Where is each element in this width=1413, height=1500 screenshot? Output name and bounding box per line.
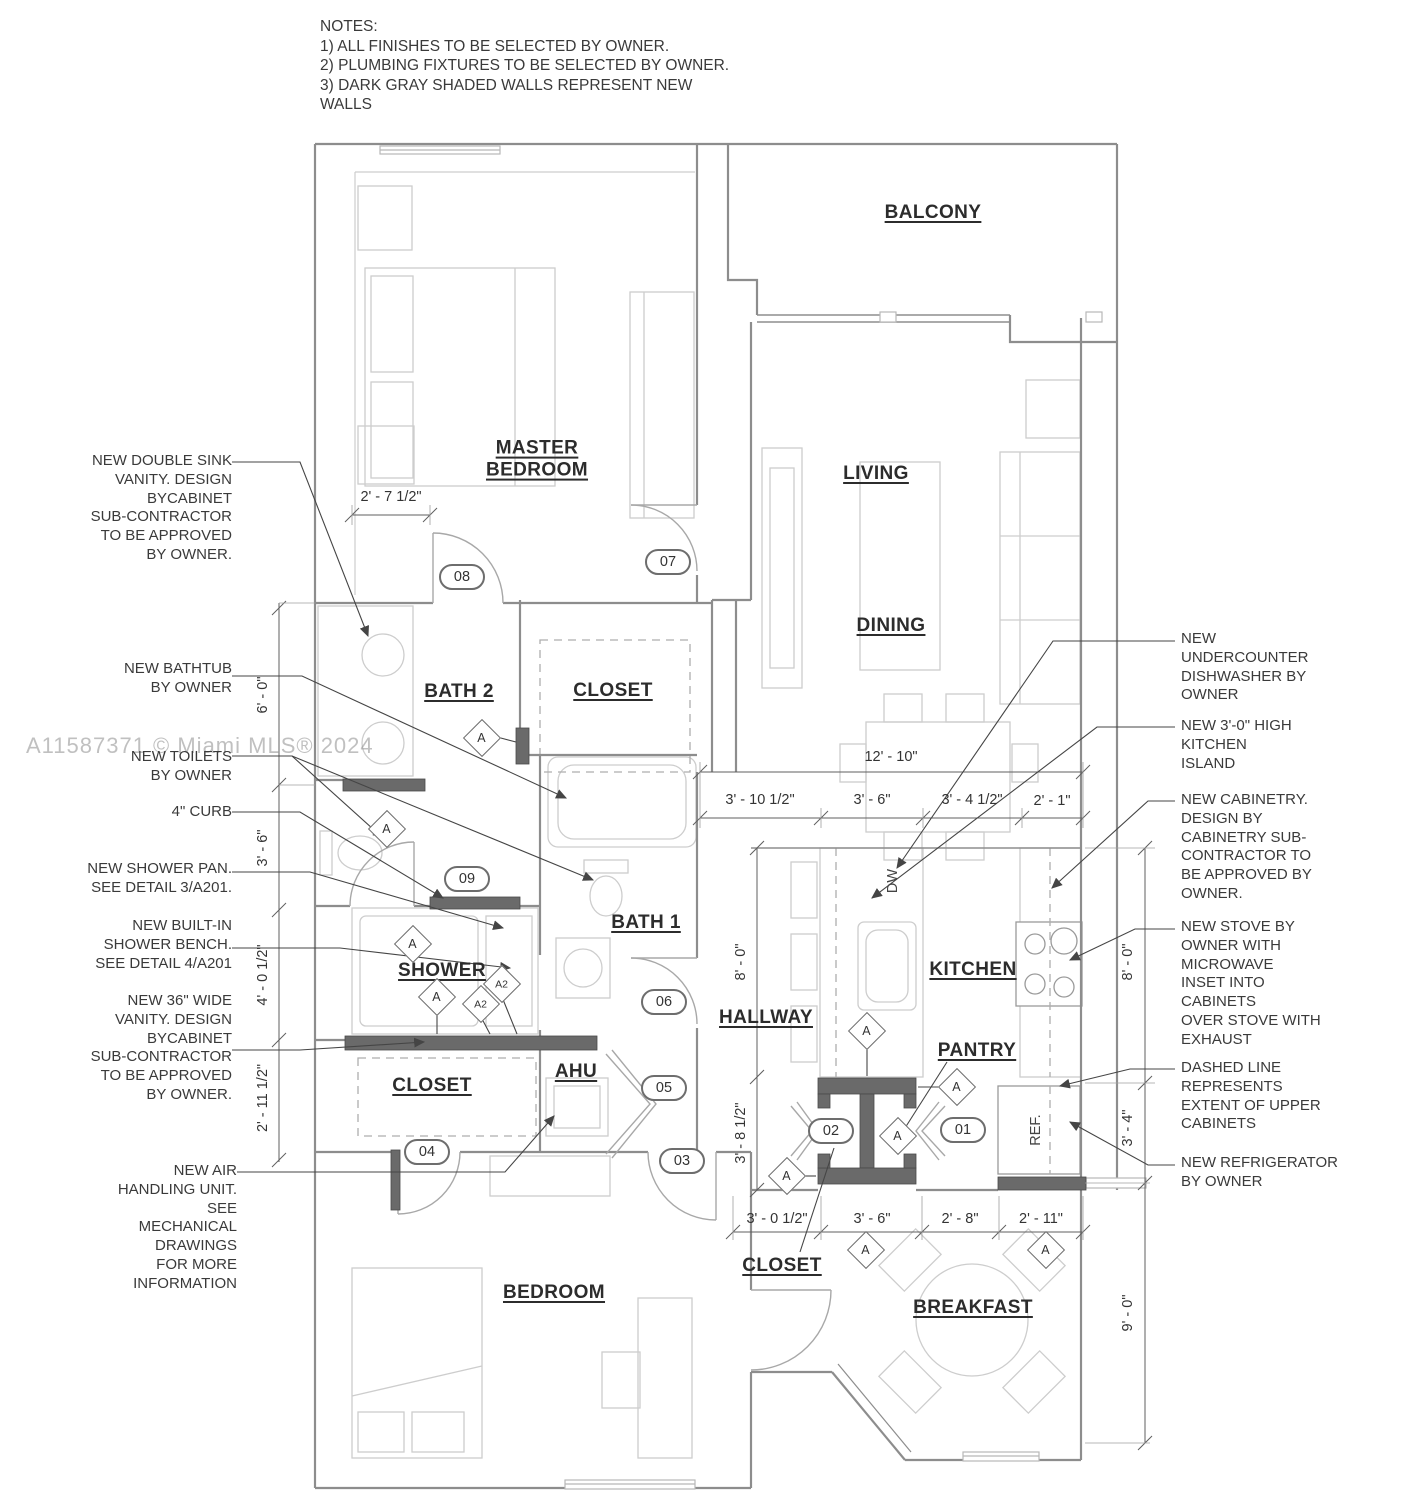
dim-pantry-width: 3' - 6" (853, 1211, 891, 1227)
keynote-diamond-6-text: A2 (474, 998, 488, 1010)
mls-watermark: A11587371 © Miami MLS® 2024 (26, 733, 374, 758)
door-tag-05: 05 (641, 1075, 687, 1101)
annotation-air-handling-unit: NEW AIR HANDLING UNIT. SEE MECHANICAL DR… (117, 1162, 237, 1292)
annotation-dishwasher: NEW UNDERCOUNTER DISHWASHER BY OWNER (1181, 630, 1309, 704)
dishwasher-label: DW (885, 868, 901, 894)
dimension-lines (271, 507, 1153, 1451)
door-tag-07-text: 07 (659, 554, 677, 570)
door-tag-07: 07 (645, 549, 691, 575)
room-label-balcony: BALCONY (884, 202, 982, 223)
room-label-master-bedroom: MASTER BEDROOM (485, 437, 589, 481)
walls (313, 142, 1119, 1490)
door-tag-01: 01 (940, 1117, 986, 1143)
door-tag-02-text: 02 (822, 1123, 840, 1139)
door-tag-03-text: 03 (673, 1153, 691, 1169)
annotation-curb: 4" CURB (171, 803, 232, 820)
dashed-lines (357, 639, 1051, 1174)
door-tag-04-text: 04 (418, 1144, 436, 1160)
keynote-diamond-2-text: A (382, 822, 392, 836)
dim-hall-closet: 3' - 8 1/2" (733, 1102, 749, 1164)
door-tag-03: 03 (659, 1148, 705, 1174)
annotation-upper-cabinets: DASHED LINE REPRESENTS EXTENT OF UPPER C… (1181, 1059, 1321, 1133)
room-label-breakfast: BREAKFAST (913, 1297, 1033, 1318)
door-tag-02: 02 (808, 1118, 854, 1144)
door-tag-05-text: 05 (655, 1080, 673, 1096)
dim-ref-width: 2' - 11" (1019, 1211, 1063, 1227)
room-label-dining: DINING (856, 615, 926, 636)
annotation-refrigerator: NEW REFRIGERATOR BY OWNER (1181, 1154, 1338, 1190)
keynote-diamond-5-text: A2 (495, 978, 509, 990)
annotation-toilets: NEW TOILETS BY OWNER (130, 748, 232, 784)
new-walls (342, 727, 1087, 1211)
dim-breakfast-length: 9' - 0" (1120, 1294, 1136, 1332)
door-tag-01-text: 01 (954, 1122, 972, 1138)
room-label-closet-bedroom: CLOSET (742, 1255, 822, 1276)
room-label-ahu: AHU (554, 1061, 598, 1082)
door-tag-08: 08 (439, 564, 485, 590)
dim-closet-width: 3' - 0 1/2" (746, 1211, 808, 1227)
room-label-pantry: PANTRY (937, 1040, 1017, 1061)
keynote-diamond-9-text: A (893, 1129, 903, 1143)
keynote-diamond-12-text: A (1041, 1243, 1051, 1257)
annotation-stove: NEW STOVE BY OWNER WITH MICROWAVE INSET … (1181, 918, 1321, 1048)
keynote-diamond-11-text: A (861, 1243, 871, 1257)
dim-bath2-height: 6' - 0" (255, 676, 271, 714)
annotation-bathtub: NEW BATHTUB BY OWNER (123, 660, 232, 696)
dim-hallway-length: 8' - 0" (733, 943, 749, 981)
annotation-shower-pan: NEW SHOWER PAN. SEE DETAIL 3/A201. (87, 860, 232, 896)
dim-pantry-right: 2' - 8" (941, 1211, 979, 1227)
dim-kitchen-overall: 12' - 10" (864, 749, 918, 765)
room-label-bedroom: BEDROOM (502, 1282, 606, 1303)
dim-ref-space: 3' - 4" (1120, 1109, 1136, 1147)
door-tag-09-text: 09 (458, 871, 476, 887)
door-tag-08-text: 08 (453, 569, 471, 585)
refrigerator-label: REF. (1028, 1114, 1044, 1146)
dim-island-width: 3' - 6" (853, 792, 891, 808)
room-label-bath-2: BATH 2 (424, 681, 494, 702)
door-tag-06: 06 (641, 989, 687, 1015)
dim-kitchen-length: 8' - 0" (1120, 943, 1136, 981)
door-tag-06-text: 06 (655, 994, 673, 1010)
extension-lines (279, 505, 1155, 1444)
annotation-kitchen-island: NEW 3'-0" HIGH KITCHEN ISLAND (1181, 717, 1292, 772)
drawing-notes: NOTES: 1) ALL FINISHES TO BE SELECTED BY… (320, 18, 730, 114)
dim-kitchen-floor: 3' - 4 1/2" (941, 792, 1003, 808)
annotation-36in-vanity: NEW 36" WIDE VANITY. DESIGN BYCABINET SU… (90, 992, 232, 1103)
keynote-diamond-4-text: A (432, 990, 442, 1004)
keynote-diamond-8-text: A (952, 1080, 962, 1094)
dim-shower-height: 4' - 0 1/2" (255, 944, 271, 1006)
room-label-shower: SHOWER (398, 960, 486, 981)
keynote-diamond-3-text: A (408, 937, 418, 951)
door-tag-09: 09 (444, 866, 490, 892)
dim-counter-depth: 2' - 1" (1033, 793, 1071, 809)
dim-closet-height: 2' - 11 1/2" (255, 1063, 271, 1133)
keynote-diamond-10-text: A (782, 1169, 792, 1183)
keynote-diamond-1-text: A (477, 731, 487, 745)
room-label-hallway: HALLWAY (719, 1007, 813, 1028)
door-tag-04: 04 (404, 1139, 450, 1165)
dim-hallway-width: 3' - 10 1/2" (725, 792, 795, 808)
dim-toilet-room: 3' - 6" (255, 829, 271, 867)
room-label-kitchen: KITCHEN (929, 959, 1017, 980)
annotation-shower-bench: NEW BUILT-IN SHOWER BENCH. SEE DETAIL 4/… (95, 917, 232, 972)
dim-master-wall: 2' - 7 1/2" (360, 489, 422, 505)
doors (349, 504, 946, 1371)
room-label-bath-1: BATH 1 (611, 912, 681, 933)
annotation-cabinetry: NEW CABINETRY. DESIGN BY CABINETRY SUB- … (1181, 791, 1312, 902)
room-label-living: LIVING (843, 463, 909, 484)
keynote-diamond-7-text: A (862, 1024, 872, 1038)
annotation-double-sink-vanity: NEW DOUBLE SINK VANITY. DESIGN BYCABINET… (90, 452, 232, 563)
room-label-closet-shower: CLOSET (392, 1075, 472, 1096)
room-label-closet-master: CLOSET (573, 680, 653, 701)
